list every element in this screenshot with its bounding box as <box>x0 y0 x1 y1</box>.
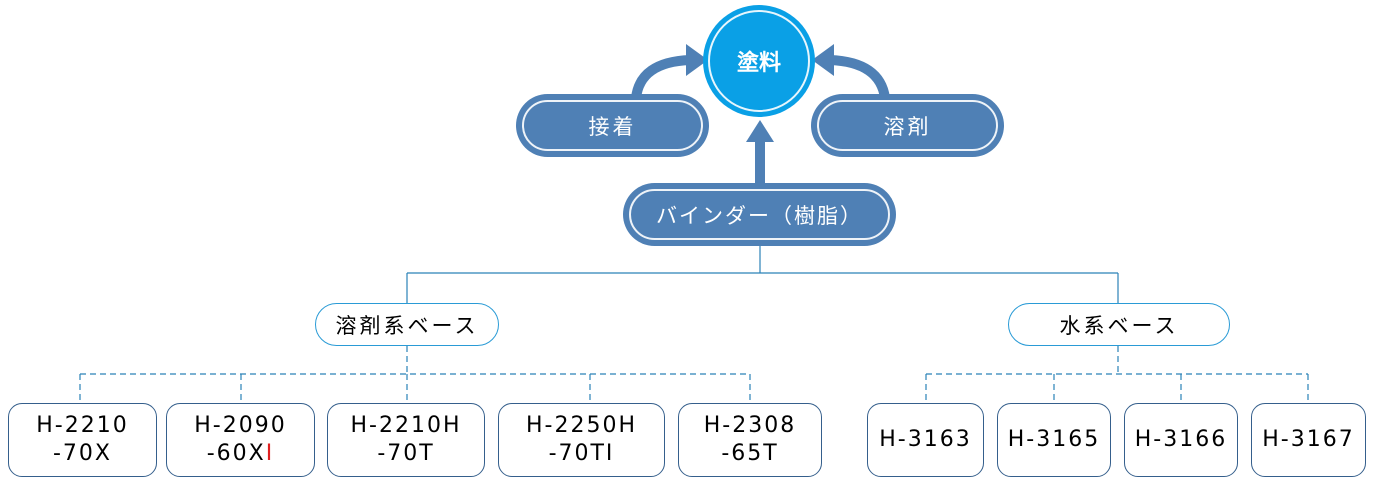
product-code: H-3167 <box>1262 427 1355 452</box>
left-curved-arrow <box>631 55 691 99</box>
binder-up-arrowhead <box>746 120 774 142</box>
product-h2210-70x: H-2210 -70X <box>8 403 157 477</box>
product-code: H-2250H <box>525 413 637 438</box>
paint-label: 塗料 <box>736 51 781 76</box>
paint-node: 塗料 <box>703 5 815 117</box>
water-base-category: 水系ベース <box>1008 303 1230 346</box>
product-code: H-2308 <box>703 413 797 438</box>
product-code: H-2210 <box>36 413 129 438</box>
product-suffix: -70T <box>377 441 435 466</box>
product-h3165: H-3165 <box>997 403 1111 477</box>
product-suffix: -65T <box>721 441 779 466</box>
water-base-label: 水系ベース <box>1059 313 1179 338</box>
left-arrowhead <box>686 44 708 76</box>
right-curved-arrow <box>829 55 890 100</box>
water-tree <box>925 346 1309 403</box>
solvent-tree <box>79 346 751 403</box>
solvent-node: 溶剤 <box>811 94 1004 157</box>
solvent-base-category: 溶剤系ベース <box>315 303 499 346</box>
product-suffix: -70X <box>52 441 112 466</box>
adhesive-label: 接着 <box>588 114 637 139</box>
product-code: H-3165 <box>1007 427 1101 452</box>
product-h3163: H-3163 <box>867 403 984 477</box>
product-suffix-main: -60X <box>206 441 266 466</box>
binder-tree <box>406 246 1119 303</box>
solvent-base-label: 溶剤系ベース <box>335 313 479 338</box>
product-h2250h-70ti: H-2250H -70TI <box>498 403 665 477</box>
product-code: H-2090 <box>194 413 287 438</box>
product-code: H-3166 <box>1134 427 1228 452</box>
product-suffix-highlight: I <box>265 441 275 466</box>
product-code: H-3163 <box>879 427 972 452</box>
product-suffix: -60XI <box>207 440 275 468</box>
right-arrowhead <box>812 44 834 76</box>
solvent-label: 溶剤 <box>883 114 932 139</box>
adhesive-node: 接着 <box>516 94 709 157</box>
product-h2090-60xi: H-2090 -60XI <box>166 403 315 477</box>
product-h3167: H-3167 <box>1251 403 1366 477</box>
product-h2210h-70t: H-2210H -70T <box>327 403 485 477</box>
product-h3166: H-3166 <box>1124 403 1238 477</box>
binder-label: バインダー（樹脂） <box>656 203 863 228</box>
product-h2308-65t: H-2308 -65T <box>678 403 822 477</box>
product-suffix: -70TI <box>548 441 615 466</box>
binder-node: バインダー（樹脂） <box>623 183 896 246</box>
product-code: H-2210H <box>350 413 462 438</box>
